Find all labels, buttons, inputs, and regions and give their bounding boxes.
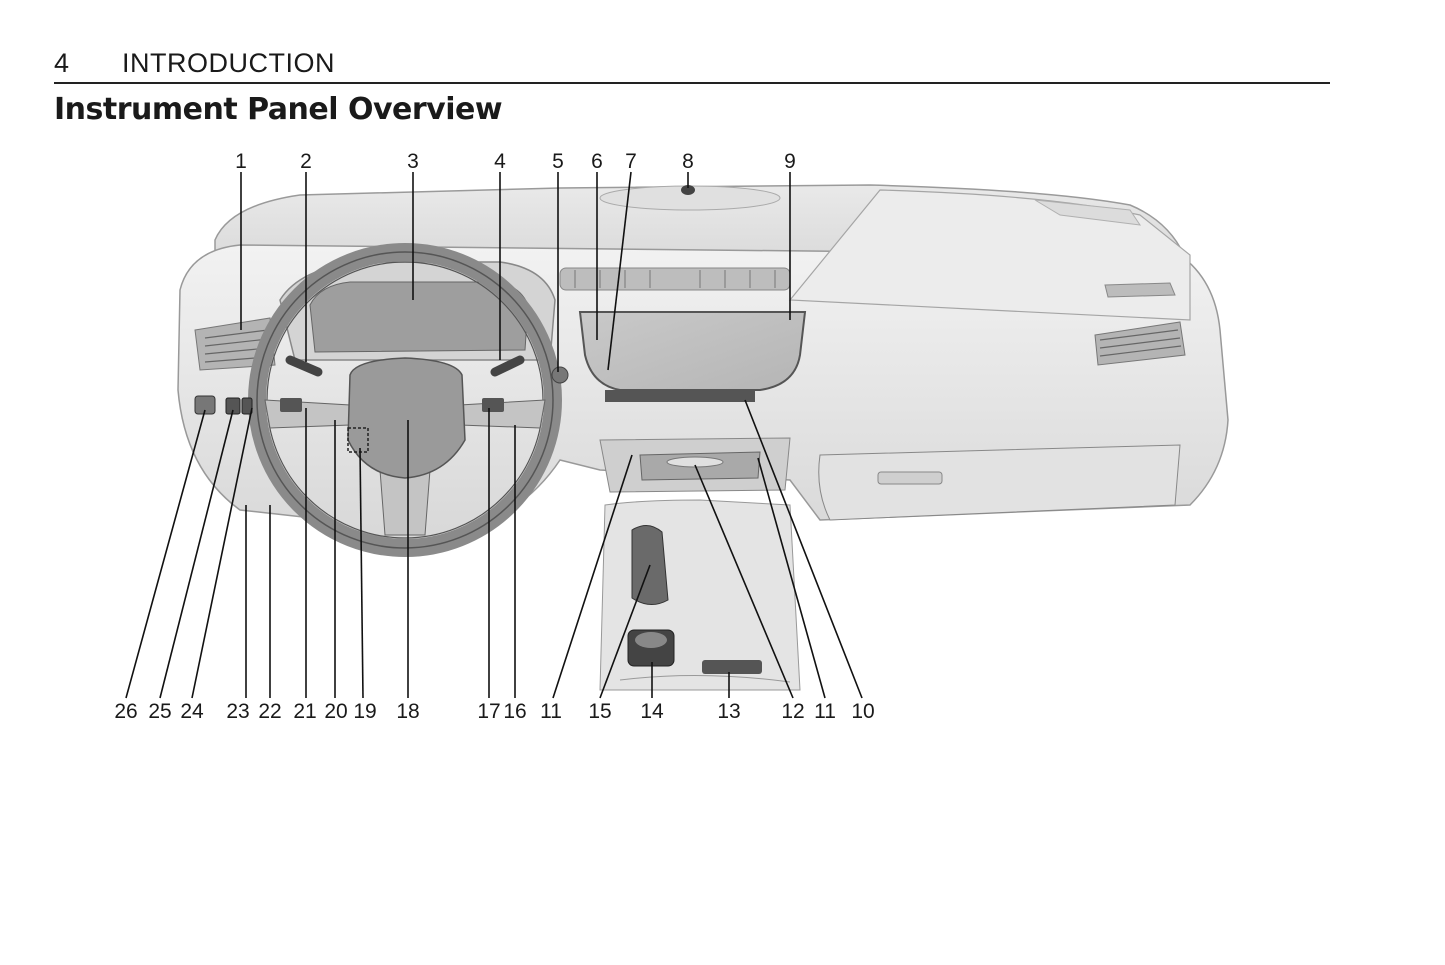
callout-22: 22: [258, 700, 281, 723]
section-name: INTRODUCTION: [122, 48, 335, 78]
callout-17: 17: [477, 700, 500, 723]
callout-2: 2: [300, 150, 312, 173]
callout-11-right: 11: [814, 700, 836, 723]
callout-6: 6: [591, 150, 603, 173]
callout-7: 7: [625, 150, 637, 173]
callout-26: 26: [114, 700, 137, 723]
page-header: 4 INTRODUCTION: [54, 48, 1330, 84]
callout-4: 4: [494, 150, 506, 173]
callout-9: 9: [784, 150, 796, 173]
infotainment-screen: [578, 311, 807, 391]
instrument-panel-illustration: 1 2 3 4 5 6 7 8 9 26 25 24 23 22 21 20 1…: [114, 150, 1229, 723]
callout-15: 15: [588, 700, 611, 723]
callout-20: 20: [324, 700, 347, 723]
callout-14: 14: [640, 700, 664, 723]
callout-25: 25: [148, 700, 171, 723]
callout-1: 1: [235, 150, 247, 173]
callout-3: 3: [407, 150, 419, 173]
page-number: 4: [54, 48, 70, 78]
callout-19: 19: [353, 700, 376, 723]
airbag-hub: [347, 357, 466, 479]
page-title: Instrument Panel Overview: [54, 92, 503, 127]
callout-11-left: 11: [540, 700, 562, 723]
callout-lines: [125, 171, 863, 699]
callout-24: 24: [180, 700, 204, 723]
callout-13: 13: [717, 700, 740, 723]
callout-10: 10: [851, 700, 874, 723]
callout-8: 8: [682, 150, 694, 173]
callout-21: 21: [293, 700, 316, 723]
callout-23: 23: [226, 700, 249, 723]
callout-16: 16: [503, 700, 526, 723]
callout-5: 5: [552, 150, 564, 173]
callout-12: 12: [781, 700, 804, 723]
glove-box: [818, 444, 1181, 521]
callout-18: 18: [396, 700, 419, 723]
